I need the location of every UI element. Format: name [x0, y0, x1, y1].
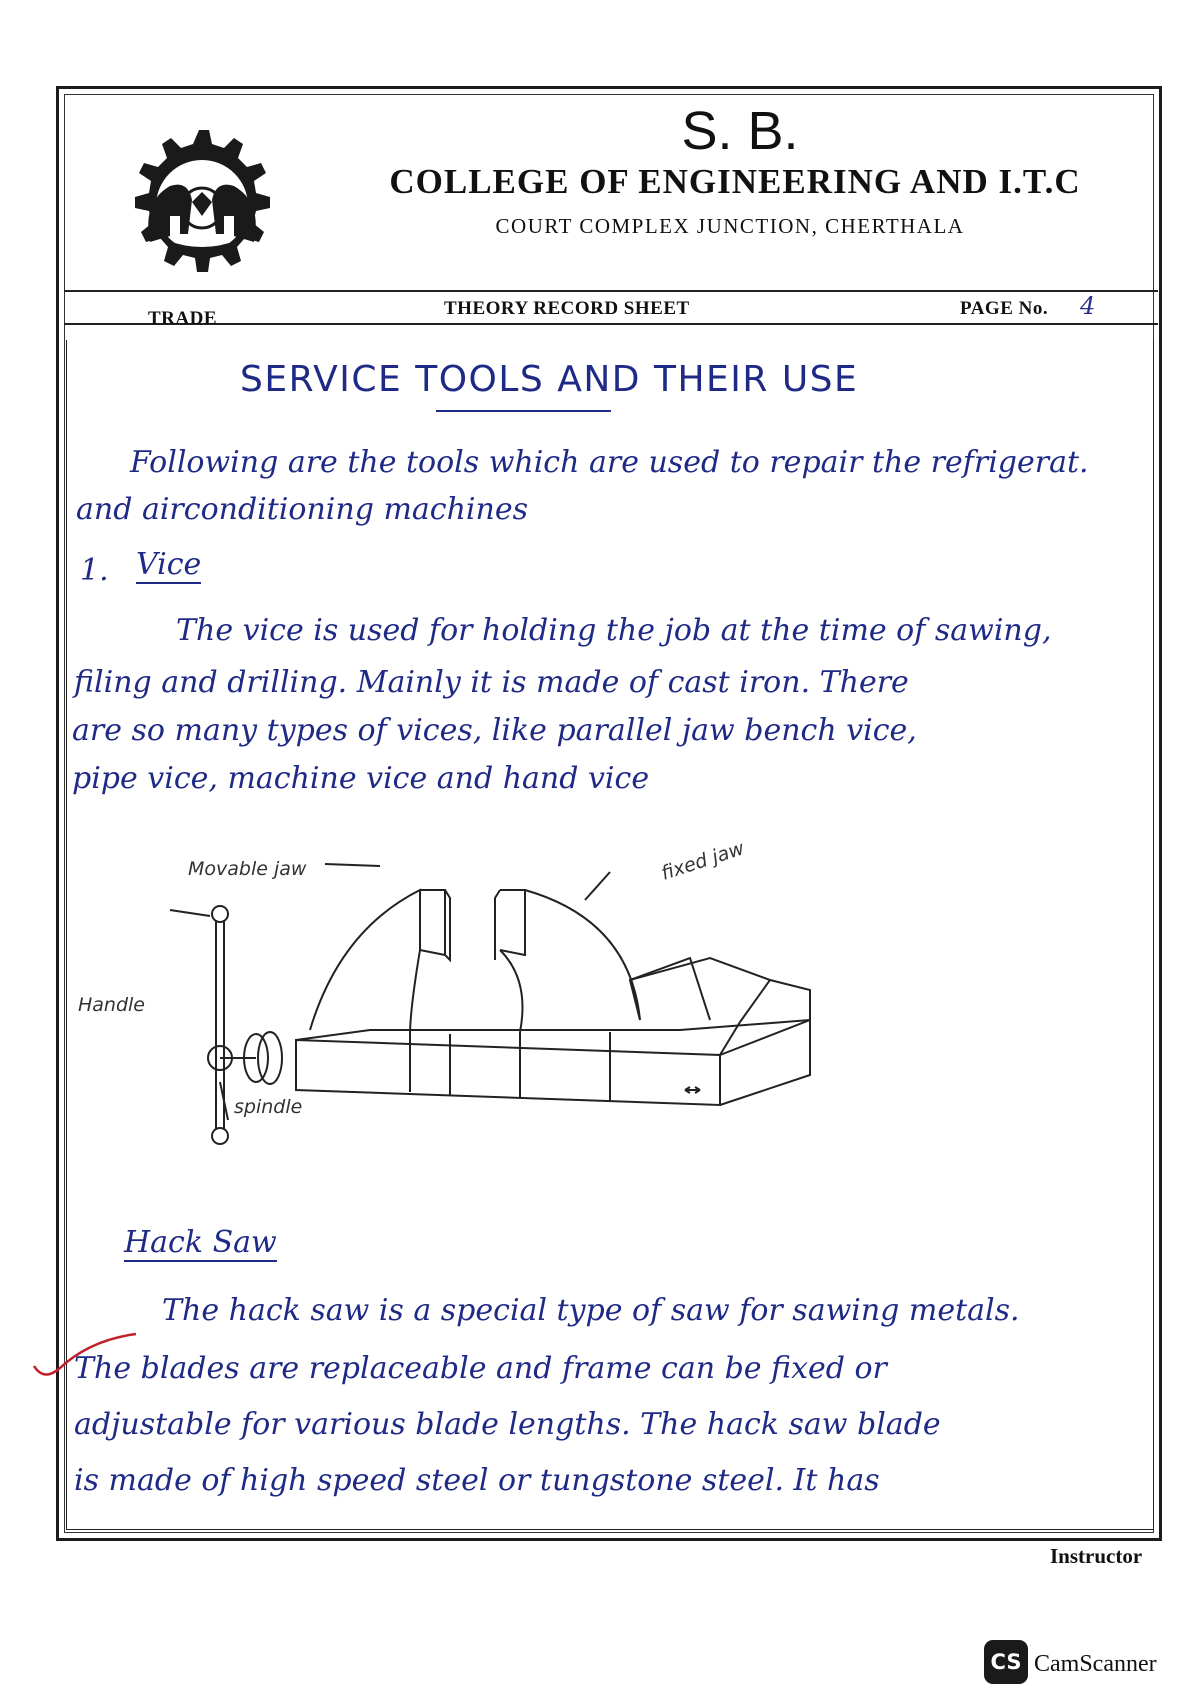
title-underline	[436, 410, 611, 412]
college-abbreviation: S. B.	[681, 101, 799, 161]
camscanner-logo-icon: CS	[984, 1640, 1028, 1684]
sheet-type-label: THEORY RECORD SHEET	[444, 298, 690, 319]
vice-paragraph-line: filing and drilling. Mainly it is made o…	[74, 665, 909, 700]
college-logo	[135, 130, 270, 272]
hacksaw-paragraph-line: adjustable for various blade lengths. Th…	[74, 1407, 941, 1442]
section-number: 1.	[80, 553, 109, 588]
camscanner-brand-text: CamScanner	[1034, 1651, 1157, 1677]
vice-paragraph-line: are so many types of vices, like paralle…	[72, 713, 917, 748]
section-heading-hack-saw: Hack Saw	[124, 1225, 277, 1262]
page-number-value: 4	[1080, 292, 1096, 320]
label-movable-jaw: Movable jaw	[188, 858, 307, 880]
header-rule-bottom	[64, 323, 1158, 325]
instructor-label: Instructor	[1050, 1544, 1143, 1568]
content-frame	[66, 340, 1154, 1530]
hacksaw-paragraph-line: is made of high speed steel or tungstone…	[74, 1463, 880, 1498]
trade-label: TRADE	[148, 308, 218, 329]
label-spindle: spindle	[234, 1096, 303, 1118]
college-address: COURT COMPLEX JUNCTION, CHERTHALA	[495, 214, 965, 238]
college-name: COLLEGE OF ENGINEERING AND I.T.C	[389, 162, 1081, 201]
intro-line: Following are the tools which are used t…	[130, 445, 1089, 480]
hacksaw-paragraph-line: The hack saw is a special type of saw fo…	[162, 1293, 1020, 1328]
label-handle: Handle	[78, 994, 146, 1016]
intro-line: and airconditioning machines	[76, 492, 528, 527]
section-heading-vice: Vice	[136, 547, 202, 584]
page-title: SERVICE TOOLS AND THEIR USE	[240, 359, 859, 400]
bench-vice-diagram	[169, 863, 811, 1145]
page-number-label: PAGE No.	[960, 298, 1049, 319]
hacksaw-paragraph-line: The blades are replaceable and frame can…	[74, 1351, 887, 1386]
vice-paragraph-line: The vice is used for holding the job at …	[176, 613, 1052, 648]
vice-paragraph-line: pipe vice, machine vice and hand vice	[72, 761, 650, 796]
red-checkmark-annotation	[32, 1332, 137, 1376]
header-rule-top	[64, 290, 1158, 292]
